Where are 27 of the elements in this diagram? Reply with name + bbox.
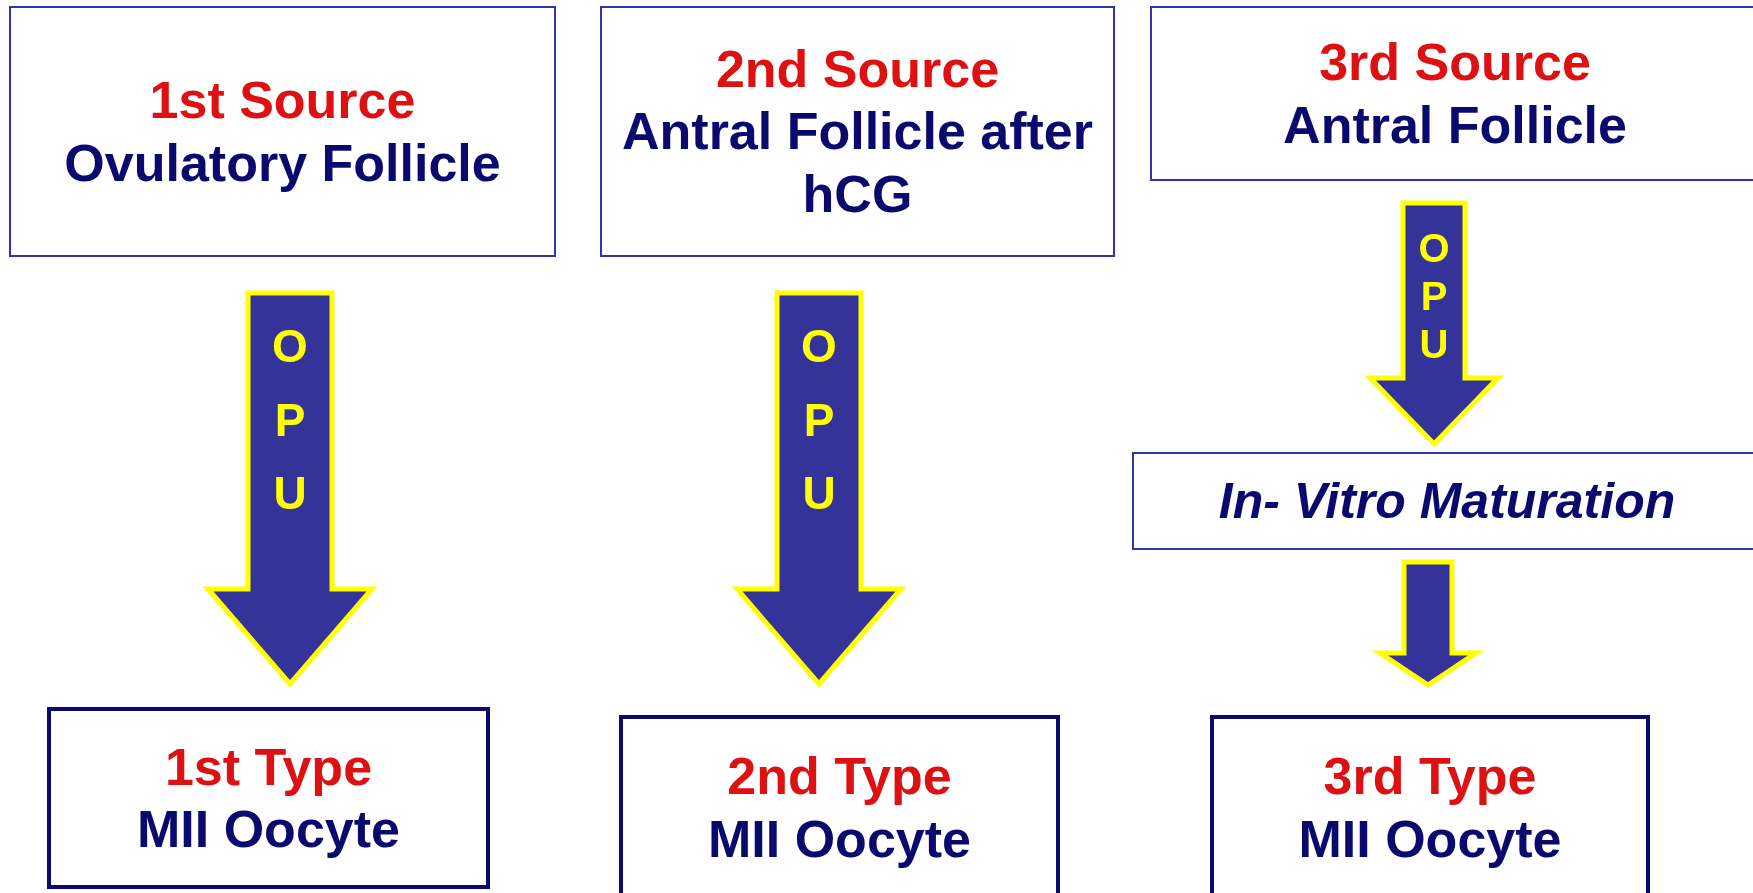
block-arrow: [731, 290, 907, 688]
edge-label: OPU: [1417, 225, 1451, 368]
text-box: [9, 6, 556, 257]
block-arrow: [1371, 559, 1485, 688]
edge-label: OPU: [271, 319, 309, 522]
text-box: [600, 6, 1115, 257]
label: MII Oocyte: [1298, 808, 1562, 870]
edge-label: OPU: [800, 319, 838, 522]
heading: 3rd Source: [1319, 32, 1591, 94]
text-box: [1150, 6, 1753, 181]
label: Ovulatory Follicle: [64, 132, 501, 194]
label: Antral Follicle after hCG: [621, 101, 1094, 225]
heading: 1st Source: [149, 70, 416, 132]
label: MII Oocyte: [137, 799, 400, 860]
heading: 2nd Type: [727, 746, 952, 808]
heading: 1st Type: [164, 736, 373, 798]
heading: 2nd Source: [715, 38, 1000, 100]
heading: 3rd Type: [1323, 746, 1537, 808]
block-arrow: [1364, 200, 1504, 448]
block-arrow: [202, 290, 378, 688]
text-box: [619, 715, 1060, 893]
label: MII Oocyte: [708, 808, 971, 870]
text-box: [1132, 452, 1753, 550]
label: In- Vitro Maturation: [1218, 472, 1676, 531]
text-box: [47, 707, 490, 889]
label: Antral Follicle: [1283, 94, 1627, 156]
text-box: [1210, 715, 1650, 893]
